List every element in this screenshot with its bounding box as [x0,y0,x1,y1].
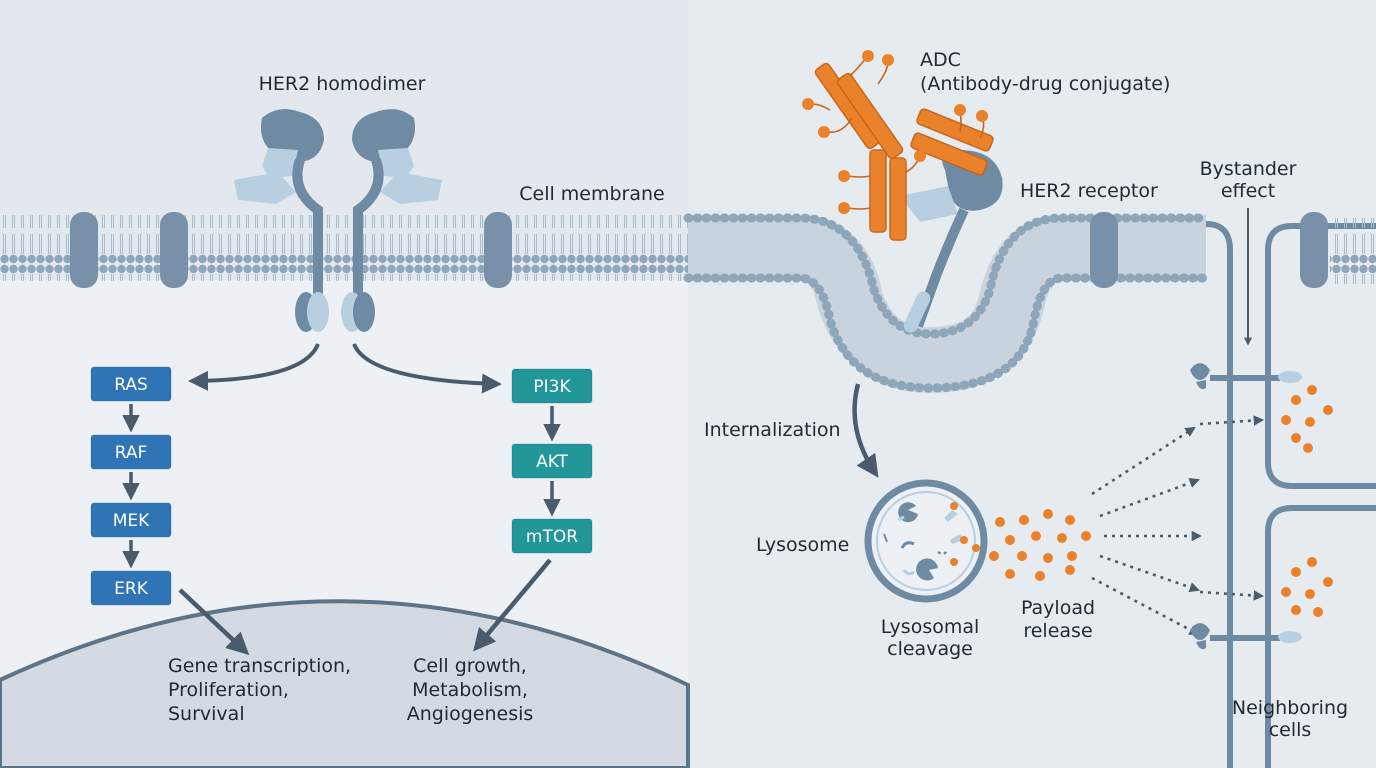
gene-outcome-line-1: Gene transcription, [168,655,351,677]
nucleus [0,599,690,768]
mapk-label-raf: RAF [115,443,148,463]
payload-release-line-1: Payload [1021,597,1095,619]
growth-outcome-line-2: Metabolism, [412,679,528,701]
arrow-mtor-to-nucleus [473,558,552,652]
adc-label-line-1: ADC [920,49,961,71]
growth-outcome-line-1: Cell growth, [413,655,527,677]
neighboring-cells-line-1: Neighboring [1232,697,1348,719]
pi3k-pathway: PI3K AKT mTOR [511,368,593,554]
mapk-box-erk [90,570,172,606]
mapk-box-raf [90,434,172,470]
lysosome-label: Lysosome [756,534,849,556]
cell-growth-outcome: Cell growth, Metabolism, Angiogenesis [407,655,534,725]
her2-homodimer [234,109,442,332]
right-panel-background [688,0,1376,768]
mapk-label-ras: RAS [114,375,148,395]
cell-membrane-label: Cell membrane [519,183,665,205]
lysosomal-cleavage-line-2: cleavage [887,638,973,660]
mapk-label-mek: MEK [113,511,150,531]
mapk-box-ras [90,366,172,402]
bystander-label-line-1: Bystander [1200,158,1297,180]
gene-outcome-line-2: Proliferation, [168,679,289,701]
growth-outcome-line-3: Angiogenesis [407,703,534,725]
payload-release-line-2: release [1023,620,1092,642]
pi3k-label-akt: AKT [536,452,568,472]
bystander-label-line-2: effect [1221,180,1275,202]
pi3k-label-mtor: mTOR [526,527,578,547]
lysosome [864,479,988,603]
pi3k-box-mtor [511,518,593,554]
neighbor-cell-payload-bottom [1281,557,1333,617]
mapk-label-erk: ERK [114,579,149,599]
neighboring-cell-boundaries [1205,212,1376,768]
mapk-pathway: RAS RAF MEK ERK [90,366,172,606]
mapk-box-mek [90,502,172,538]
internalization-arrow [852,383,879,478]
lysosomal-cleavage-line-1: Lysosomal [881,616,980,638]
neighboring-cells-line-2: cells [1269,719,1312,741]
neighbor-receptor-bottom [1190,623,1302,650]
internalization-label: Internalization [704,419,841,441]
gene-transcription-outcome: Gene transcription, Proliferation, Survi… [168,655,351,725]
adc-label-line-2: (Antibody-drug conjugate) [920,73,1170,95]
payload-particles [989,509,1091,581]
arrow-erk-to-nucleus [178,588,250,656]
cell-membrane-right [683,212,1211,394]
adc-antibody [802,50,994,241]
neighbor-cell-payload-top [1281,385,1333,453]
payload-diffusion-arrows [1091,415,1265,636]
cell-membrane-left [0,212,688,288]
arrow-to-pi3k [352,343,502,394]
pi3k-box-pi3k [511,368,593,404]
pi3k-box-akt [511,443,593,479]
her2-homodimer-label: HER2 homodimer [259,73,426,95]
neighbor-receptor-top [1190,363,1302,390]
pi3k-label-pi3k: PI3K [533,377,571,397]
arrow-to-ras [188,343,320,391]
her2-receptor-label: HER2 receptor [1020,180,1158,202]
gene-outcome-line-3: Survival [168,703,245,725]
